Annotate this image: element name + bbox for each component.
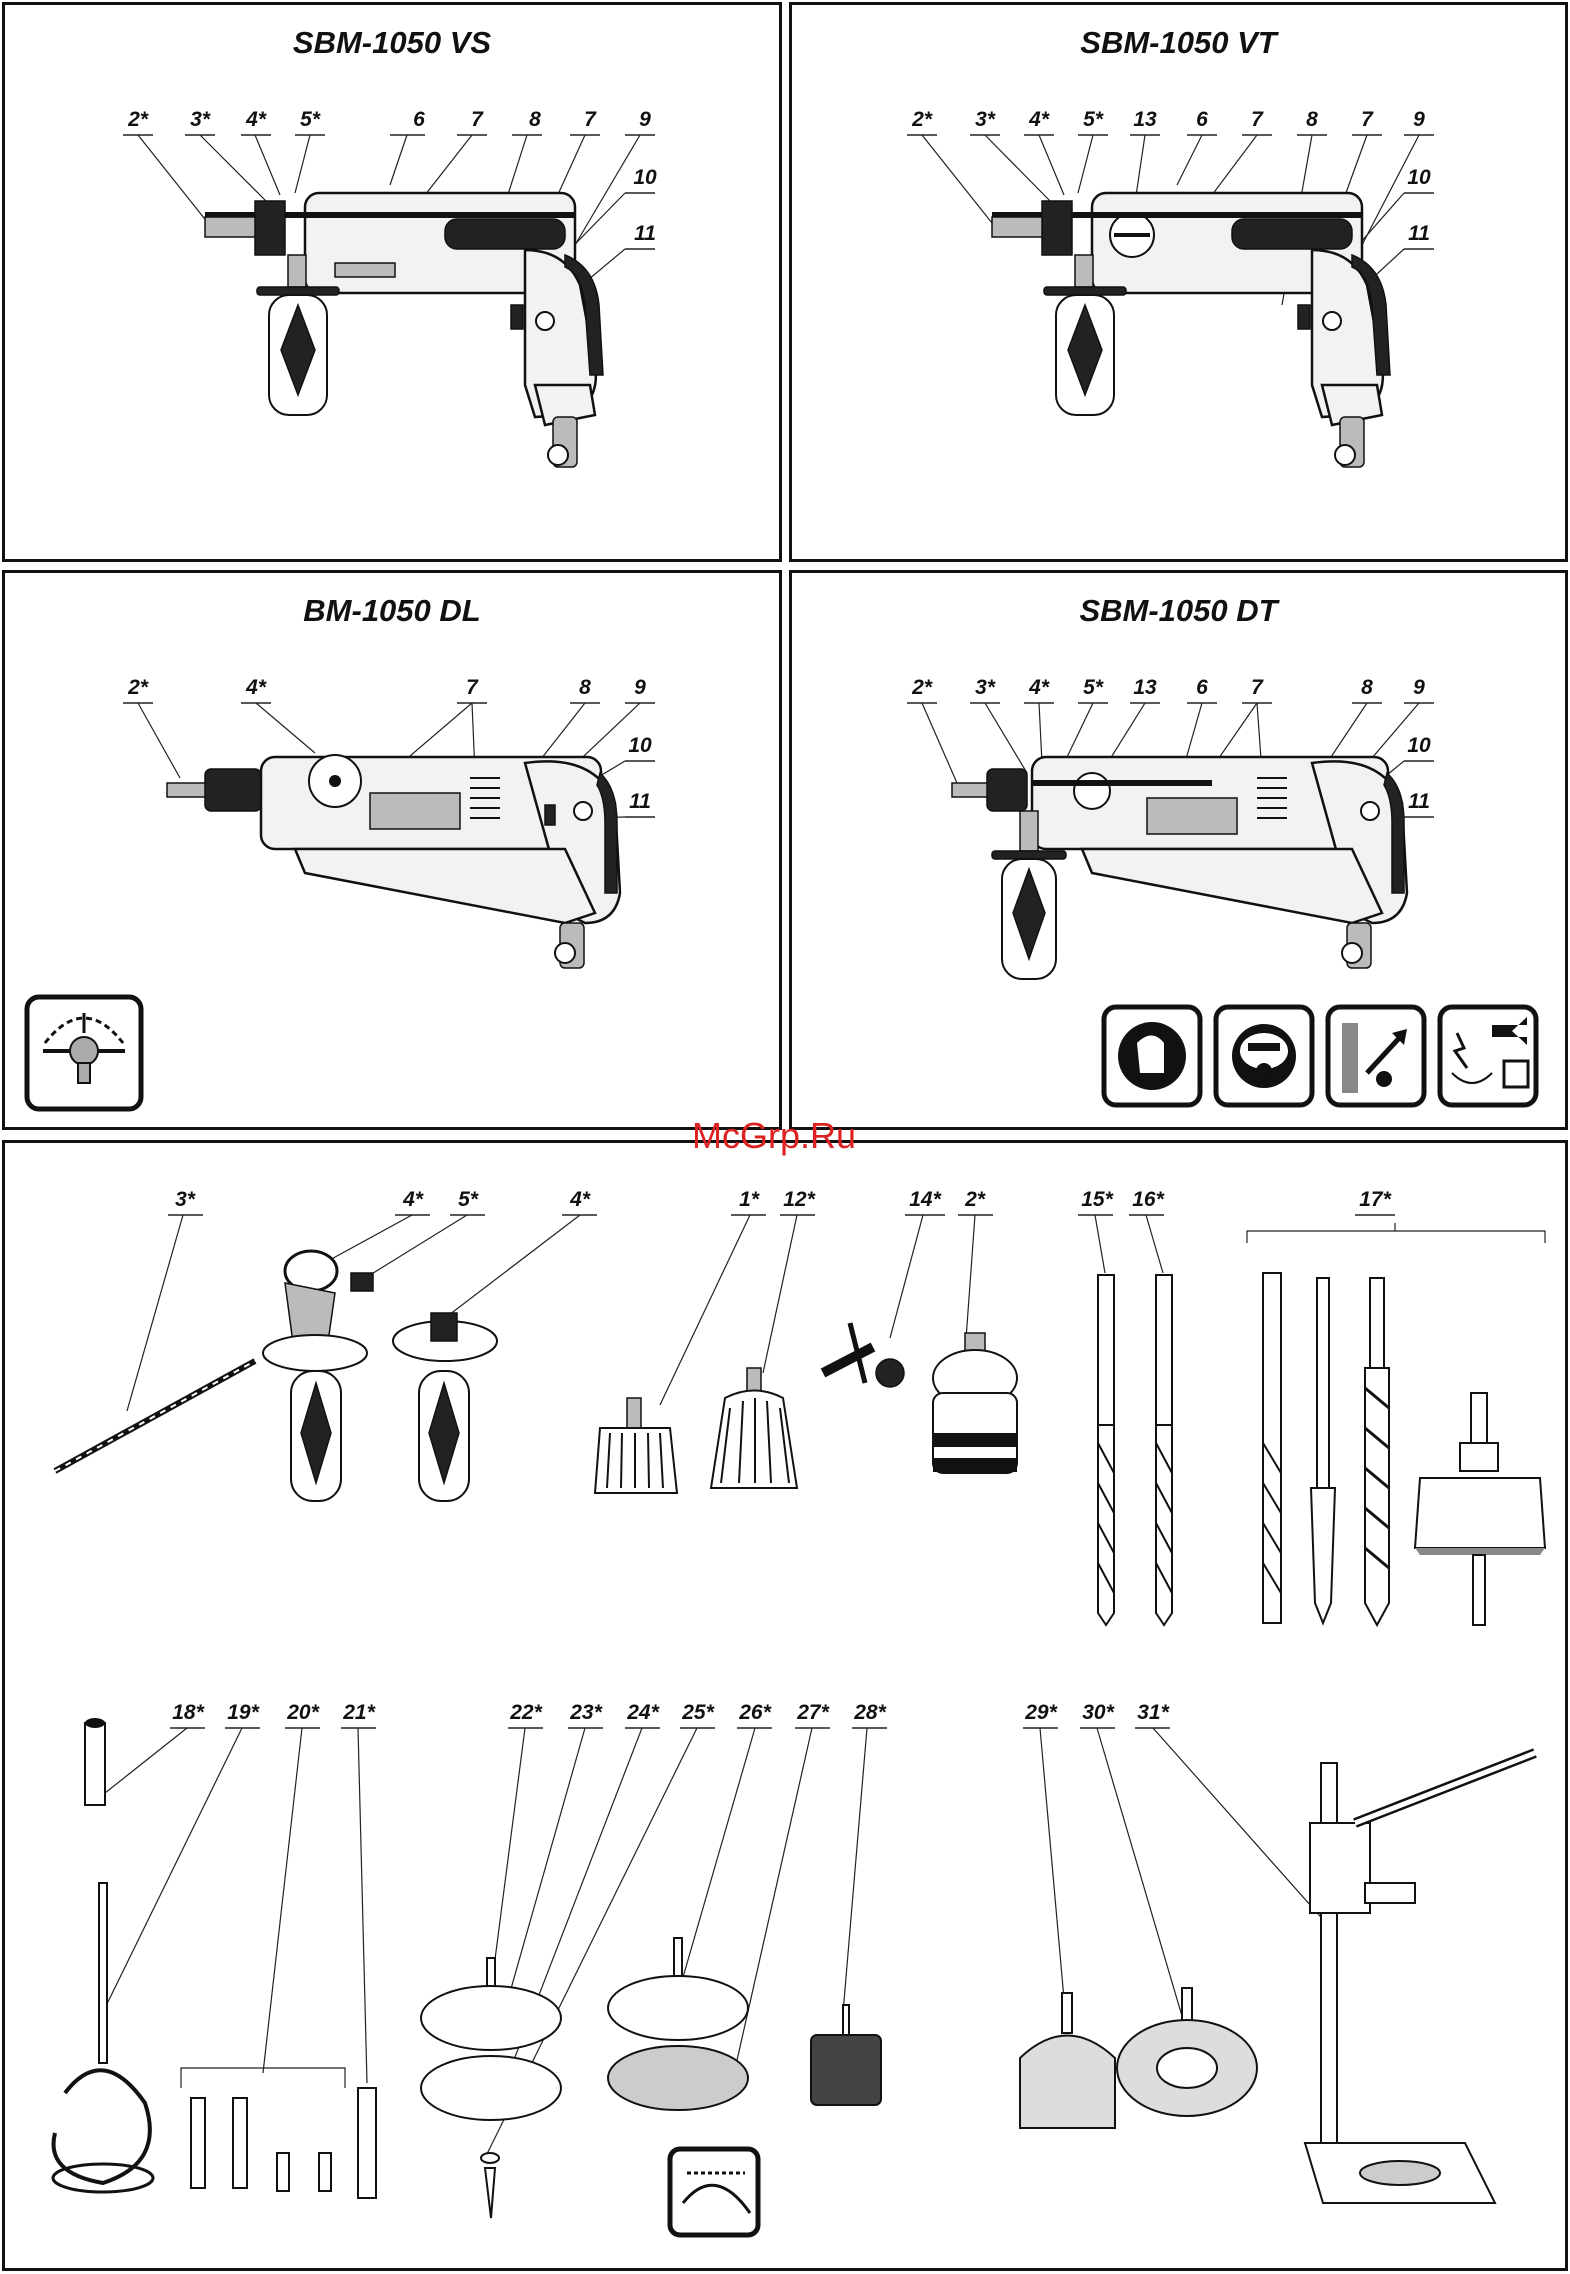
- callout-label: 7: [471, 108, 483, 132]
- accessory-label: 21*: [343, 1701, 375, 1725]
- callout-label: 8: [529, 108, 541, 132]
- drill-diagram-vt: [792, 5, 1570, 565]
- accessory-label: 19*: [227, 1701, 259, 1725]
- accessory-label: 5*: [458, 1188, 478, 1212]
- callout-label: 11: [634, 222, 656, 246]
- accessory-label: 28*: [854, 1701, 886, 1725]
- callout-label: 7: [1361, 108, 1373, 132]
- callout-label: 9: [1413, 108, 1425, 132]
- callout-label: 4*: [1029, 108, 1049, 132]
- callout-label: 3*: [190, 108, 210, 132]
- callout-label: 9: [639, 108, 651, 132]
- wear-protective-mask-icon: [1216, 1007, 1312, 1105]
- callout-label: 10: [1407, 166, 1430, 190]
- safety-icons: [792, 573, 1570, 1133]
- callout-label: 6: [413, 108, 425, 132]
- callout-label: 11: [1408, 222, 1430, 246]
- accessory-label: 26*: [739, 1701, 771, 1725]
- callout-label: 13: [1133, 108, 1156, 132]
- unplug-before-service-icon: [1440, 1007, 1536, 1105]
- callout-label: 6: [1196, 108, 1208, 132]
- accessory-label: 4*: [403, 1188, 423, 1212]
- accessory-label: 30*: [1082, 1701, 1114, 1725]
- accessory-label: 16*: [1132, 1188, 1164, 1212]
- accessory-label: 17*: [1359, 1188, 1391, 1212]
- wear-gloves-icon: [1104, 1007, 1200, 1105]
- accessory-label: 3*: [175, 1188, 195, 1212]
- drill-diagram-vs: [5, 5, 785, 565]
- panel-sbm-1050-vs: SBM-1050 VS: [2, 2, 782, 562]
- callout-label: 4*: [246, 108, 266, 132]
- accessory-label: 24*: [627, 1701, 659, 1725]
- accessories-panel: 3* 4* 5* 4* 1* 12* 14* 2* 15* 16* 17* 18…: [2, 1140, 1568, 2271]
- callout-label: 7: [584, 108, 596, 132]
- callout-label: 10: [633, 166, 656, 190]
- sanding-disc-icon: [670, 2149, 758, 2235]
- callout-label: 7: [1251, 108, 1263, 132]
- accessory-label: 22*: [510, 1701, 542, 1725]
- accessory-label: 1*: [739, 1188, 759, 1212]
- accessory-label: 15*: [1081, 1188, 1113, 1212]
- accessory-label: 4*: [570, 1188, 590, 1212]
- rotation-switch-icon: [5, 573, 785, 1133]
- panel-sbm-1050-vt: SBM-1050 VT: [789, 2, 1568, 562]
- accessory-label: 18*: [172, 1701, 204, 1725]
- callout-label: 2*: [912, 108, 932, 132]
- callout-label: 5*: [1083, 108, 1103, 132]
- accessory-label: 20*: [287, 1701, 319, 1725]
- watermark: McGrp.Ru: [692, 1115, 856, 1157]
- accessory-label: 27*: [797, 1701, 829, 1725]
- accessory-label: 23*: [570, 1701, 602, 1725]
- panel-sbm-1050-dt: SBM-1050 DT: [789, 570, 1568, 1130]
- callout-label: 8: [1306, 108, 1318, 132]
- callout-label: 2*: [128, 108, 148, 132]
- callout-label: 3*: [975, 108, 995, 132]
- accessory-label: 25*: [682, 1701, 714, 1725]
- accessory-label: 12*: [783, 1188, 815, 1212]
- panel-bm-1050-dl: BM-1050 DL 2* 4* 7 8 9 10 11: [2, 570, 782, 1130]
- accessory-label: 14*: [909, 1188, 941, 1212]
- hidden-wiring-warning-icon: [1328, 1007, 1424, 1105]
- accessory-label: 29*: [1025, 1701, 1057, 1725]
- accessory-label: 2*: [965, 1188, 985, 1212]
- accessory-label: 31*: [1137, 1701, 1169, 1725]
- callout-label: 5*: [300, 108, 320, 132]
